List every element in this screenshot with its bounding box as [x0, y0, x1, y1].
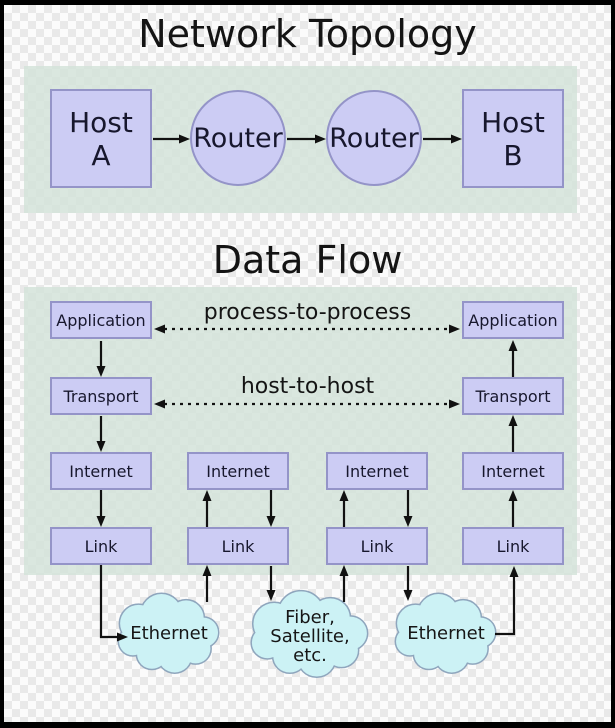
box-application-right: Application — [462, 301, 564, 339]
node-router-1: Router — [190, 90, 286, 186]
node-host-a: Host A — [50, 89, 152, 188]
box-internet-right: Internet — [462, 452, 564, 490]
host-a-line2: A — [91, 138, 111, 172]
box-internet-left: Internet — [50, 452, 152, 490]
cloud-text: Fiber, — [285, 607, 335, 628]
cloud-label-ethernet-left: Ethernet — [114, 624, 224, 643]
box-link-right: Link — [462, 527, 564, 565]
cloud-text: etc. — [293, 645, 327, 666]
cloud-label-fiber-satellite: Fiber, Satellite, etc. — [250, 608, 370, 665]
cloud-text: Ethernet — [130, 623, 208, 644]
host-to-host-label: host-to-host — [240, 374, 375, 399]
topology-title: Network Topology — [138, 12, 477, 56]
box-internet-router1: Internet — [187, 452, 289, 490]
box-transport-left: Transport — [50, 377, 152, 415]
box-transport-right: Transport — [462, 377, 564, 415]
box-link-left: Link — [50, 527, 152, 565]
box-application-left: Application — [50, 301, 152, 339]
box-internet-router2: Internet — [326, 452, 428, 490]
process-to-process-label: process-to-process — [203, 300, 412, 325]
cloud-text: Satellite, — [270, 626, 350, 647]
host-b-line2: B — [503, 138, 523, 172]
cloud-text: Ethernet — [407, 623, 485, 644]
node-host-b: Host B — [462, 89, 564, 188]
node-router-2: Router — [326, 90, 422, 186]
box-link-router1: Link — [187, 527, 289, 565]
host-a-line1: Host — [69, 105, 133, 139]
box-link-router2: Link — [326, 527, 428, 565]
cloud-label-ethernet-right: Ethernet — [391, 624, 501, 643]
data-flow-title: Data Flow — [212, 238, 403, 282]
host-b-line1: Host — [481, 105, 545, 139]
